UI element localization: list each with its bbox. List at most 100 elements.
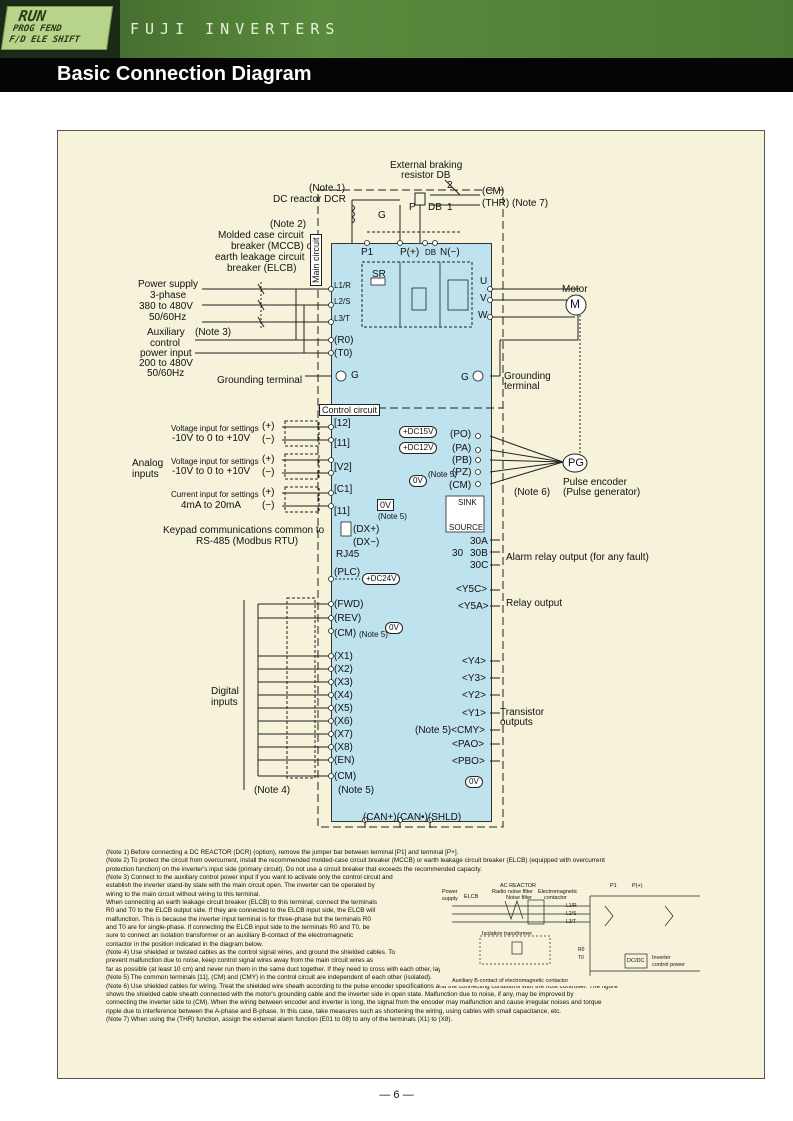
note5-digital: (Note 5) bbox=[359, 630, 388, 639]
nminus-terminal-label: N(−) bbox=[440, 247, 460, 258]
aux-label-5: 50/60Hz bbox=[147, 368, 185, 379]
mini-acr-3: Noise filter bbox=[506, 895, 532, 901]
title-bar: Basic Connection Diagram bbox=[0, 58, 793, 92]
note-line: far as possible (at least 10 cm) and nev… bbox=[106, 965, 502, 973]
rj45-label: RJ45 bbox=[336, 549, 360, 560]
grounding-terminal-left: Grounding terminal bbox=[217, 375, 303, 386]
p1-terminal-label: P1 bbox=[361, 247, 374, 258]
rev-terminal: (REV) bbox=[334, 613, 362, 624]
l2-terminal-label: L2/S bbox=[334, 297, 351, 306]
pulse-encoder-label-1: Pulse encoder bbox=[563, 477, 627, 488]
voltage-input-1-range: -10V to 0 to +10V bbox=[172, 433, 251, 444]
mccb-label-1: Molded case circuit bbox=[218, 230, 304, 241]
cm-bottom-terminal: (CM) bbox=[334, 771, 357, 782]
page-title: Basic Connection Diagram bbox=[57, 63, 312, 85]
y2-terminal: <Y2> bbox=[462, 690, 486, 701]
30b-terminal: 30B bbox=[470, 548, 488, 559]
u-terminal-label: U bbox=[480, 276, 488, 287]
l3-terminal-label: L3/T bbox=[334, 314, 351, 323]
x6-terminal: (X6) bbox=[334, 716, 353, 727]
db-1-label: 1 bbox=[447, 202, 453, 213]
note5-bottom: (Note 5) bbox=[338, 785, 375, 796]
thr-label: (THR) (Note 7) bbox=[482, 198, 549, 209]
t0-terminal-label: (T0) bbox=[334, 348, 353, 359]
dc12v-tag: +DC12V bbox=[399, 442, 438, 454]
alarm-relay-label: Alarm relay output (for any fault) bbox=[506, 552, 649, 563]
minus-1: (−) bbox=[262, 434, 275, 445]
motor-m-label: M bbox=[570, 297, 580, 311]
note1-label: (Note 1) bbox=[309, 183, 346, 194]
mini-l3: L3/T bbox=[566, 919, 577, 925]
x3-terminal: (X3) bbox=[334, 677, 353, 688]
zero-v-digital: 0V bbox=[385, 622, 403, 634]
pulse-encoder-label-2: (Pulse generator) bbox=[563, 487, 641, 498]
cm-digital-terminal: (CM) bbox=[334, 628, 357, 639]
note-line: contactor in the position indicated in t… bbox=[106, 940, 264, 948]
mini-acr-2: Radio noise filter bbox=[492, 889, 533, 895]
mini-ps-label: Power bbox=[442, 889, 458, 895]
mini-pp: P(+) bbox=[632, 883, 643, 889]
30-relay-label: 30 bbox=[452, 548, 464, 559]
note5-analog: (Note 5) bbox=[378, 512, 407, 521]
current-input-label: Current input for settings bbox=[171, 490, 259, 499]
note4-label: (Note 4) bbox=[254, 785, 291, 796]
mini-wiring bbox=[452, 895, 700, 976]
note-line: shows the shielded cable sheath connecte… bbox=[106, 990, 574, 998]
dcr-label: DC reactor DCR bbox=[273, 194, 346, 205]
mini-dcdc: DC/DC bbox=[627, 958, 645, 964]
note-line: When connecting an earth leakage circuit… bbox=[106, 899, 378, 907]
30a-terminal: 30A bbox=[470, 536, 488, 547]
mini-p1: P1 bbox=[610, 883, 617, 889]
mini-acr-1: AC REACTOR bbox=[500, 883, 536, 889]
sink-label: SINK bbox=[458, 498, 477, 507]
mini-mc-2: contactor bbox=[544, 895, 567, 901]
note-line: malfunction. This is because the inverte… bbox=[106, 915, 371, 923]
dxp-terminal: (DX+) bbox=[353, 524, 380, 535]
en-terminal: (EN) bbox=[334, 755, 355, 766]
voltage-input-2-range: -10V to 0 to +10V bbox=[172, 466, 251, 477]
mccb-label-2: breaker (MCCB) or bbox=[231, 241, 316, 252]
aux-label-1: Auxiliary bbox=[147, 327, 185, 338]
mini-auxb-label: Auxiliary B-contact of electromagnetic c… bbox=[452, 978, 569, 984]
t12-terminal: [12] bbox=[334, 418, 351, 429]
plus-3: (+) bbox=[262, 487, 275, 498]
x4-terminal: (X4) bbox=[334, 690, 353, 701]
aux-label-2: control bbox=[150, 338, 181, 349]
cmy-terminal: (Note 5)<CMY> bbox=[415, 725, 486, 736]
run-logo: RUN PROG FEND F/D ELE SHIFT bbox=[0, 0, 120, 58]
transistor-label-1: Transistor bbox=[500, 707, 545, 718]
x7-terminal: (X7) bbox=[334, 729, 353, 740]
notes-block: (Note 1) Before connecting a DC REACTOR … bbox=[106, 849, 706, 1024]
power-supply-label-2: 3-phase bbox=[150, 290, 187, 301]
main-circuit-tag: Main circuit bbox=[310, 234, 322, 286]
db-terminal-label: DB bbox=[425, 248, 437, 257]
mini-elcb-label: ELCB bbox=[464, 894, 479, 900]
mccb-label-3: earth leakage circuit bbox=[215, 252, 305, 263]
plc-terminal: (PLC) bbox=[334, 567, 361, 578]
v-terminal-label: V bbox=[480, 293, 487, 304]
note-line: (Note 6) Use shielded cables for wiring.… bbox=[106, 982, 618, 990]
note-line: R0 and T0 to the ELCB output side. If th… bbox=[106, 907, 376, 915]
pbo-terminal: <PBO> bbox=[452, 756, 485, 767]
x8-terminal: (X8) bbox=[334, 742, 353, 753]
note-line: (Note 3) Connect to the auxiliary contro… bbox=[106, 874, 393, 882]
minus-2: (−) bbox=[262, 467, 275, 478]
plus-1: (+) bbox=[262, 421, 275, 432]
zero-v-analog: 0V bbox=[377, 499, 395, 511]
power-supply-label-3: 380 to 480V bbox=[139, 301, 193, 312]
y5c-terminal: <Y5C> bbox=[456, 584, 488, 595]
note-line: protection function) on the inverter's i… bbox=[106, 865, 482, 873]
y3-terminal: <Y3> bbox=[462, 673, 486, 684]
fwd-terminal: (FWD) bbox=[334, 599, 364, 610]
note5-pg: (Note 5) bbox=[428, 470, 457, 479]
control-circuit-tag: Control circuit bbox=[319, 404, 381, 416]
po-terminal: (PO) bbox=[450, 429, 472, 440]
pa-terminal: (PA) bbox=[452, 443, 472, 454]
brand-name: FUJI INVERTERS bbox=[130, 20, 341, 38]
aux-label-3: power input bbox=[140, 348, 192, 359]
motor-label: Motor bbox=[562, 284, 588, 295]
transistor-label-2: outputs bbox=[500, 717, 533, 728]
mini-l1: L1/R bbox=[566, 903, 577, 909]
note-line: sure to connect an isolation transformer… bbox=[106, 932, 354, 940]
note-line: (Note 7) When using the (THR) function, … bbox=[106, 1015, 453, 1023]
